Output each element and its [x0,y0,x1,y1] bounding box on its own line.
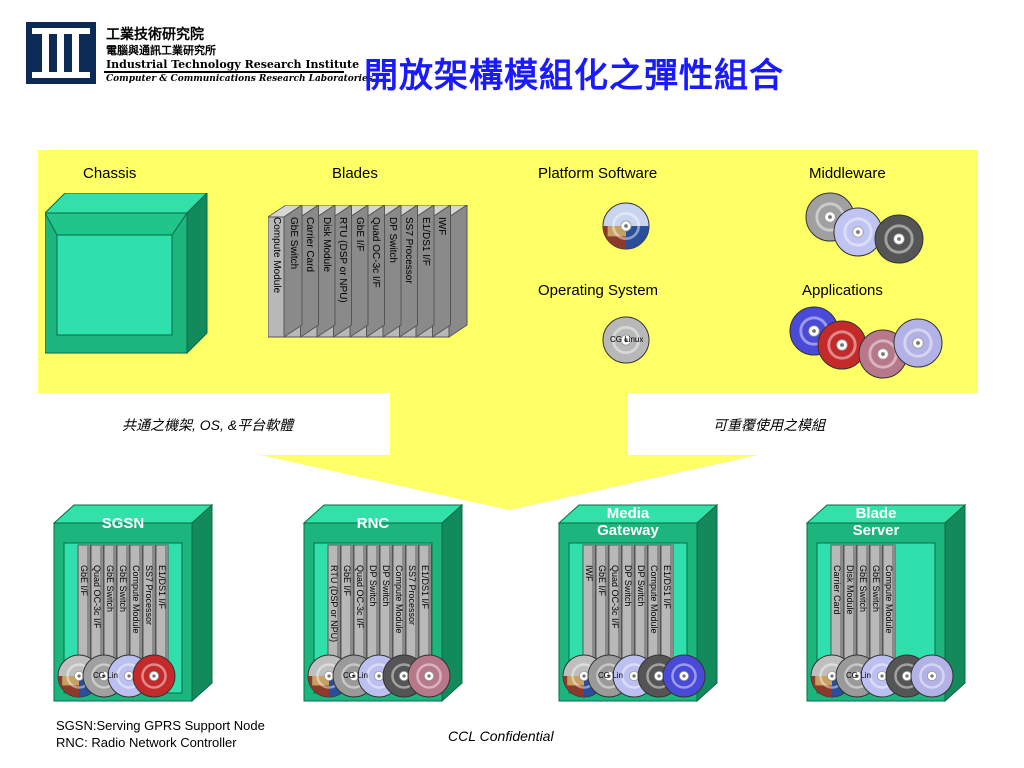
product-card-label: DP Switch [368,565,378,607]
product-title-line: Gateway [597,522,659,539]
middleware-disk-icon [833,207,883,257]
product-os-disk-label: CG Lin [598,671,623,680]
product-card-label: IWF [584,565,594,582]
product-card-label: GbE Switch [105,565,115,613]
product-card-label: RTU (DSP or NPU) [329,565,339,643]
confidential-label: CCL Confidential [448,728,554,744]
product-os-disk-label: CG Lin [93,671,118,680]
product-disk-icon [662,654,706,698]
product-card-label: GbE I/F [342,565,352,597]
product-card-label: Compute Module [884,565,894,634]
product-card-label: DP Switch [636,565,646,607]
operating-system-label: Operating System [538,282,659,299]
product-card-label: E1/DS1 I/F [662,565,672,610]
product-card-label: E1/DS1 I/F [420,565,430,610]
product-title-line: SGSN [101,515,145,532]
application-disk-icon [817,320,867,370]
product-title-line: Media [606,505,650,522]
page-title: 開放架構模組化之彈性組合 [364,56,784,96]
org-name-en: Industrial Technology Research Institute [106,58,360,71]
product-card-label: GbE I/F [597,565,607,597]
blade-card-label: DP Switch [386,217,398,263]
product-disk-icon [407,654,451,698]
applications-label: Applications [802,282,883,299]
os-disk-icon [602,316,650,364]
application-disk-icon [893,318,943,368]
chassis-label: Chassis [83,165,137,182]
blade-card-label: Carrier Card [304,217,315,273]
middleware-disk-icon [874,214,924,264]
product-title-line: Server [852,522,900,539]
left-caption: 共通之機架, OS, &平台軟體 [122,417,294,433]
product-card-label: Compute Module [649,565,659,634]
product-card-label: Carrier Card [832,565,842,615]
blade-card [268,216,285,338]
product-card-label: Disk Module [845,565,855,615]
os-disk-label: CG Linux [610,335,644,344]
header-divider [104,71,344,73]
blade-card-label: GbE I/F [353,217,365,252]
product-title: RNC [304,515,442,532]
blade-card-label: GbE Switch [287,217,299,270]
product-disk-icon [132,654,176,698]
product-card-label: GbE Switch [871,565,881,613]
product-card-label: Compute Module [131,565,141,634]
blade-card-label: IWF [436,217,447,236]
itri-logo [26,22,96,84]
product-card-label: GbE Switch [118,565,128,613]
product-card-label: Compute Module [394,565,404,634]
lab-name-zh: 電腦與通訊工業研究所 [106,44,216,57]
right-caption: 可重覆使用之模組 [713,417,825,433]
chassis-image [45,193,208,355]
product-card-label: Quad OC-3c I/F [355,565,365,629]
product-card-label: GbE I/F [79,565,89,597]
product-title: SGSN [54,515,192,532]
product-card-label: DP Switch [623,565,633,607]
footnote-rnc: RNC: Radio Network Controller [56,735,237,750]
platform-software-disk-icon [602,202,650,250]
lab-name-en: Computer & Communications Research Labor… [106,74,373,84]
platform-software-label: Platform Software [538,165,658,182]
product-title-line: Blade [855,505,897,522]
blades-label: Blades [332,165,378,182]
blade-card-label: Quad OC-3c I/F [370,217,381,288]
blade-card-label: Compute Module [271,217,282,294]
blade-card-label: SS7 Processor [403,217,414,284]
blade-card-label: RTU (DSP or NPU) [337,217,348,303]
product-os-disk-label: CG Lin [846,671,871,680]
blade-card-label: Disk Module [320,217,332,273]
product-os-disk-label: CG Lin [343,671,368,680]
blade-card-label: E1/DS1 I/F [419,217,431,266]
product-card-label: E1/DS1 I/F [157,565,167,610]
product-card-label: SS7 Processor [144,565,154,626]
footnote-sgsn: SGSN:Serving GPRS Support Node [56,718,265,733]
product-card-label: DP Switch [381,565,391,607]
product-card-label: SS7 Processor [407,565,417,626]
middleware-label: Middleware [809,165,886,182]
org-name-zh: 工業技術研究院 [106,27,204,43]
product-disk-icon [910,654,954,698]
product-card-label: Quad OC-3c I/F [92,565,102,629]
product-card-label: GbE Switch [858,565,868,613]
blades-image [268,205,468,338]
product-title-line: RNC [356,515,390,532]
product-card-label: Quad OC-3c I/F [610,565,620,629]
